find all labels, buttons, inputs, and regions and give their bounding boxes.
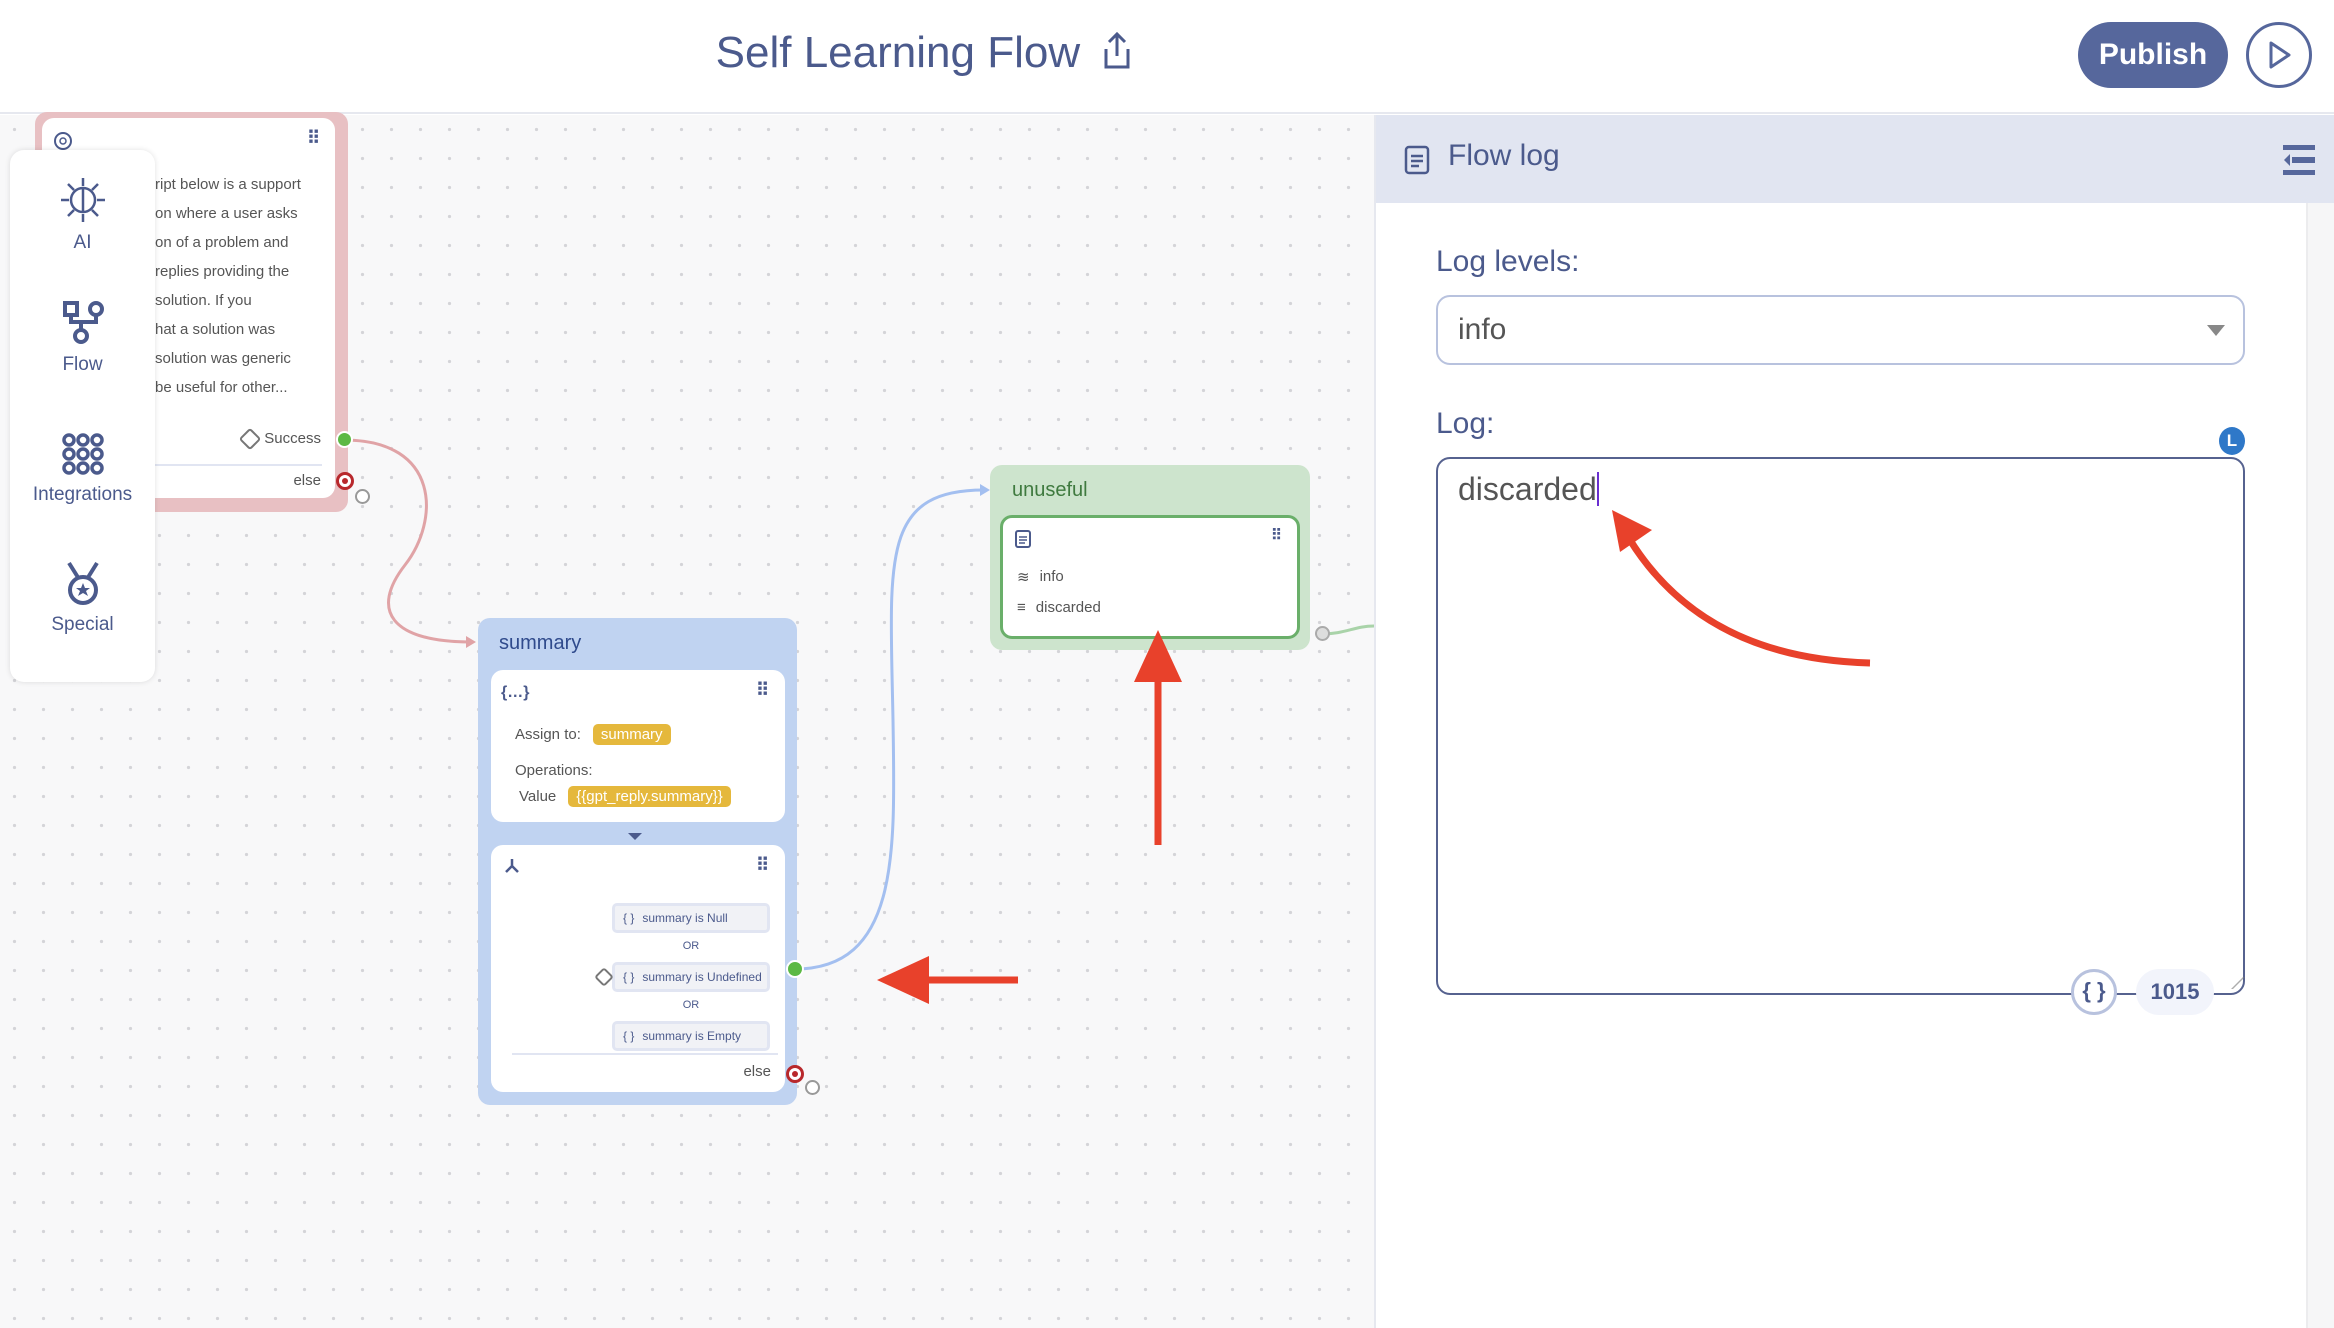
log-message: discarded (1035, 599, 1101, 616)
text-cursor (1596, 472, 1599, 506)
output-port[interactable] (355, 489, 370, 504)
success-label: Success (264, 430, 321, 447)
node-title: unuseful (1012, 479, 1088, 501)
condition-pill[interactable]: { }summary is Null (612, 903, 770, 933)
text-lines-icon: ≡ (1017, 599, 1026, 616)
prompt-line: on where a user asks (155, 205, 298, 222)
summary-node[interactable]: summary {…} ⠿ Assign to: summary Operatio… (478, 618, 797, 1105)
log-card[interactable]: ⠿ ≋ info ≡ discarded (1000, 515, 1300, 639)
connections (343, 438, 1374, 971)
palette-item-flow[interactable]: Flow (10, 300, 155, 376)
else-port[interactable] (786, 1065, 804, 1083)
divider (512, 1053, 778, 1055)
char-count: 1015 (2136, 969, 2214, 1015)
scrollbar[interactable] (2306, 203, 2334, 1328)
collapse-panel-icon[interactable] (2280, 143, 2316, 177)
top-bar: Self Learning Flow Publish (0, 0, 2334, 114)
log-levels-label: Log levels: (1436, 245, 1580, 278)
run-button[interactable] (2246, 22, 2312, 88)
share-icon[interactable] (1100, 31, 1134, 71)
output-port[interactable] (805, 1080, 820, 1095)
log-level-select[interactable]: info (1436, 295, 2245, 365)
publish-button[interactable]: Publish (2078, 22, 2228, 88)
info-badge-icon[interactable]: L (2219, 427, 2245, 455)
prompt-line: on of a problem and (155, 234, 289, 251)
chevron-down-icon (628, 833, 642, 840)
play-icon (2269, 41, 2291, 69)
prompt-line: ript below is a support (155, 176, 301, 193)
flow-log-panel: Flow log Log levels: info Log: L discard… (1374, 115, 2334, 1328)
palette-item-special[interactable]: Special (10, 560, 155, 636)
variable-icon: {…} (501, 684, 530, 701)
or-label: OR (682, 999, 700, 1011)
brain-circuit-icon (60, 178, 105, 222)
braces-icon: { } (623, 911, 635, 925)
flow-canvas[interactable] (0, 115, 1374, 1328)
success-port[interactable] (336, 431, 353, 448)
flow-icon (62, 301, 104, 344)
drag-handle-icon[interactable]: ⠿ (307, 128, 320, 148)
openai-icon (54, 132, 72, 150)
chevron-down-icon (2207, 325, 2225, 336)
prompt-line: replies providing the (155, 263, 290, 280)
condition-pill[interactable]: { }summary is Undefined (612, 962, 770, 992)
grid-circles-icon (61, 433, 104, 475)
json-mode-icon[interactable]: { } (2071, 969, 2117, 1015)
braces-icon: { } (623, 1029, 635, 1043)
output-port[interactable] (1315, 626, 1330, 641)
assign-card[interactable]: {…} ⠿ Assign to: summary Operations: Valu… (491, 670, 785, 822)
document-icon (1404, 145, 1430, 175)
or-label: OR (682, 940, 700, 952)
node-palette: AI Flow Integrations Special (10, 150, 155, 682)
prompt-line: solution was generic (155, 350, 291, 367)
document-icon (1015, 530, 1031, 548)
log-textarea[interactable]: discarded (1436, 457, 2245, 995)
split-icon (505, 859, 519, 873)
operations-label: Operations: (515, 762, 593, 779)
prompt-line: solution. If you (155, 292, 252, 309)
divider (152, 464, 322, 466)
else-port[interactable] (336, 472, 354, 490)
unuseful-node[interactable]: unuseful ⠿ ≋ info ≡ discarded (990, 465, 1310, 650)
value-label: Value (519, 788, 557, 805)
palette-item-integrations[interactable]: Integrations (10, 432, 155, 506)
layers-icon: ≋ (1017, 569, 1030, 586)
palette-item-ai[interactable]: AI (10, 176, 155, 254)
flow-title: Self Learning Flow (0, 28, 1850, 78)
log-level: info (1039, 568, 1064, 585)
panel-header: Flow log (1376, 115, 2334, 203)
connection-success-summary (343, 438, 473, 644)
connection-condition-unuseful (794, 488, 985, 971)
prompt-line: hat a solution was (155, 321, 276, 338)
assign-value: summary (592, 724, 671, 745)
prompt-line: be useful for other... (155, 379, 288, 396)
condition-pill[interactable]: { }summary is Empty (612, 1021, 770, 1051)
node-title: summary (499, 632, 582, 654)
annotation-arrow-curved (1627, 538, 1871, 667)
else-label: else (293, 472, 321, 489)
drag-handle-icon[interactable]: ⠿ (1271, 527, 1282, 544)
drag-handle-icon[interactable]: ⠿ (756, 855, 769, 875)
drag-handle-icon[interactable]: ⠿ (756, 680, 769, 700)
condition-card[interactable]: ⠿ { }summary is Null OR { }summary is Un… (491, 845, 785, 1092)
panel-title: Flow log (1448, 139, 1560, 172)
braces-icon: { } (623, 970, 635, 984)
log-label: Log: (1436, 407, 1495, 440)
else-label: else (743, 1063, 771, 1080)
condition-port[interactable] (786, 960, 804, 978)
medal-icon (66, 561, 99, 605)
value-expression: {{gpt_reply.summary}} (568, 786, 731, 807)
assign-label: Assign to: (515, 726, 581, 743)
